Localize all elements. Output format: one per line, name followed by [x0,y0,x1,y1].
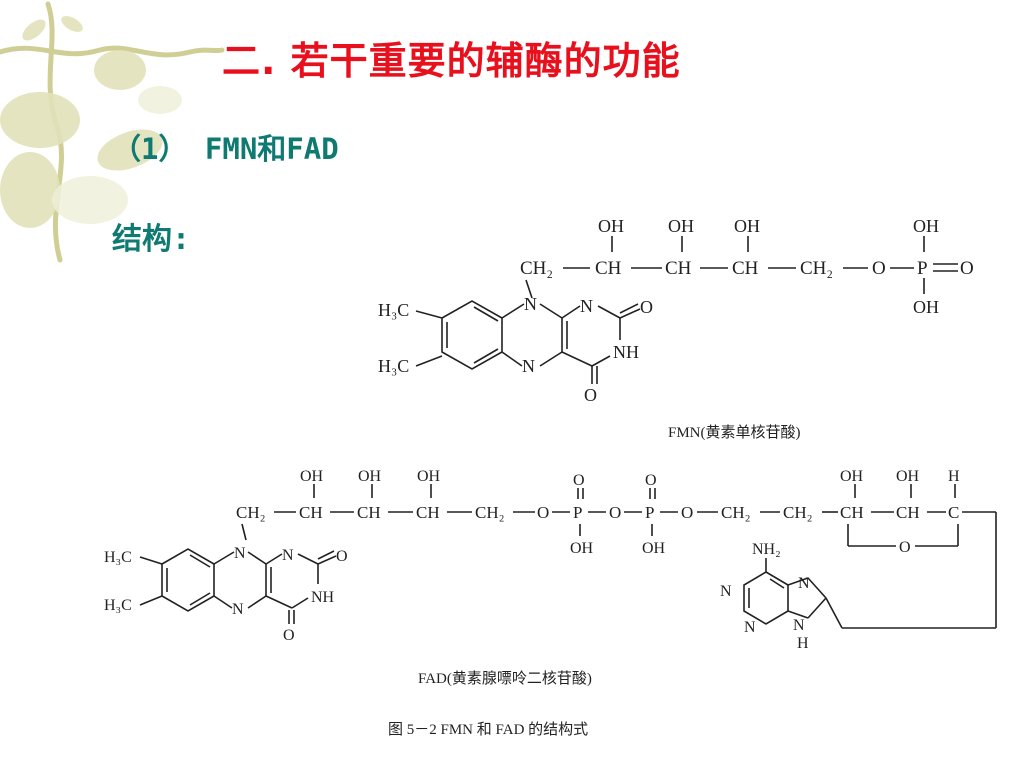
fad-p-2: P [645,503,654,522]
fmn-ch2-2: CH₂ [800,258,833,279]
fad-h3c-2: H₃C [104,597,132,614]
fad-c: C [948,503,959,522]
fad-ring-o: O [899,539,911,556]
fad-n1: N [282,547,294,564]
fad-caption: FAD(黄素腺嘌呤二核苷酸) [418,670,592,687]
fmn-oh-2: OH [668,216,694,236]
fad-adenine-h: H [797,635,809,652]
fad-o-2: O [609,503,621,522]
fad-o-1: O [537,503,549,522]
fmn-caption: FMN(黄素单核苷酸) [668,424,801,441]
fad-ch2-3: CH₂ [721,503,751,522]
fmn-p-oh-bottom: OH [913,297,939,317]
fad-ch-5: CH [896,503,920,522]
fmn-structure: CH₂ CH CH CH CH₂ O P O OH OH OH OH OH H₃… [378,216,974,441]
fmn-nh: NH [613,342,639,362]
fmn-p: P [917,258,928,279]
fmn-c2-o: O [640,297,653,317]
fmn-ch-1: CH [595,258,622,279]
fad-ch-4: CH [840,503,864,522]
fad-h: H [948,468,960,485]
fmn-h3c-1: H₃C [378,300,409,320]
fad-oh-1: OH [300,468,324,485]
fad-p1-o: O [573,472,585,489]
fmn-oh-3: OH [734,216,760,236]
fad-oh-5: OH [896,468,920,485]
section-subtitle: （1） FMN和FAD [112,132,339,166]
structure-label: 结构: [112,222,191,257]
fad-structure: CH₂ CH CH CH CH₂ O P O P O CH₂ CH₂ CH CH… [104,468,997,687]
fmn-ch-3: CH [732,258,759,279]
fad-ch2-1: CH₂ [236,503,266,522]
slide-title: 二. 若干重要的辅酶的功能 [222,39,681,83]
fad-p-1: P [573,503,582,522]
fad-n10: N [234,545,246,562]
fad-adenine-n1: N [720,583,732,600]
fad-adenine-n7: N [798,575,810,592]
fad-nh: NH [311,589,335,606]
fad-oh-3: OH [417,468,441,485]
fmn-ch-2: CH [665,258,692,279]
fad-p1-oh: OH [570,540,594,557]
fmn-n1: N [580,296,593,316]
fad-adenine-n3: N [744,619,756,636]
fad-nh2: NH₂ [752,541,781,558]
fad-oh-2: OH [358,468,382,485]
fad-p2-oh: OH [642,540,666,557]
fad-p2-o: O [645,472,657,489]
fad-n5: N [232,601,244,618]
fad-ch-1: CH [299,503,323,522]
fad-h3c-1: H₃C [104,549,132,566]
fmn-p-oh-top: OH [913,216,939,236]
figure-caption: 图 5－2 FMN 和 FAD 的结构式 [388,721,588,738]
fad-oh-4: OH [840,468,864,485]
fad-c2-o: O [336,548,348,565]
fad-ch2-4: CH₂ [783,503,813,522]
fmn-o-ester: O [872,258,886,279]
fmn-oh-1: OH [598,216,624,236]
plant-decoration [0,1,225,263]
fad-ch-3: CH [416,503,440,522]
fmn-n5: N [522,356,535,376]
fad-ch2-2: CH₂ [475,503,505,522]
fad-o-3: O [681,503,693,522]
fad-c4-o: O [283,627,295,644]
fmn-n10: N [524,294,537,314]
fad-ch-2: CH [357,503,381,522]
fmn-h3c-2: H₃C [378,356,409,376]
fmn-ch2-1: CH₂ [520,258,553,279]
fmn-c4-o: O [584,385,597,405]
fad-adenine-n9: N [793,617,805,634]
fmn-p-o: O [960,258,974,279]
